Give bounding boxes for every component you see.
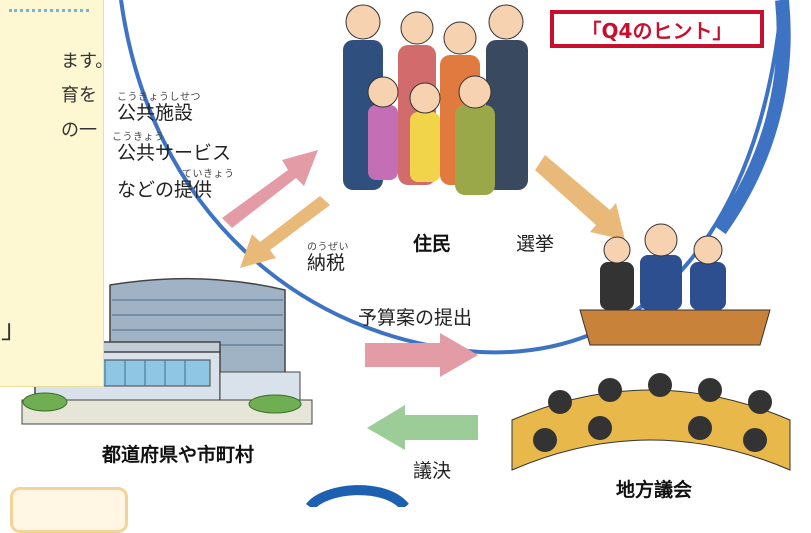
services-line1: 公共施設 (117, 102, 194, 124)
note-box: ます。 育を の一 」 (0, 0, 113, 387)
government-label: 都道府県や市町村 (102, 444, 255, 466)
budget-label: 予算案の提出 (358, 307, 473, 329)
note-line-3: の一 (61, 120, 97, 141)
services-line2: 公共サービス (117, 142, 232, 164)
residents-illustration (343, 4, 528, 195)
tax-label: 納税 (307, 252, 346, 274)
arrow-resolution (367, 405, 478, 450)
note-line-1: ます。 (61, 51, 114, 72)
note-line-2: 育を (61, 85, 97, 106)
arrow-budget (365, 333, 478, 377)
note-line-4: 」 (1, 315, 28, 345)
services-line2-ruby: こうきょう (112, 132, 165, 143)
cycle-circle-arc (119, 0, 784, 355)
bottom-note-box (10, 487, 128, 533)
services-line3-ruby: ていきょう (182, 169, 235, 180)
tax-ruby: のうぜい (307, 242, 349, 253)
services-line3: などの提供 (117, 179, 213, 201)
diagram-canvas (21, 0, 791, 507)
arrow-election (535, 155, 625, 240)
note-dotted-divider (9, 9, 89, 12)
hint-box: 「Q4のヒント」 (550, 10, 764, 48)
council-label: 地方議会 (616, 479, 693, 501)
bottom-circle-arc (306, 485, 409, 507)
cycle-circle-right (714, 0, 791, 235)
hint-label: 「Q4のヒント」 (581, 18, 733, 43)
residents-label: 住民 (413, 233, 452, 255)
services-line1-ruby: こうきょうしせつ (117, 92, 201, 103)
election-label: 選挙 (516, 233, 555, 255)
arrow-tax (240, 196, 330, 268)
council-illustration (511, 223, 791, 471)
resolution-label: 議決 (413, 460, 452, 482)
arrow-services (222, 150, 318, 228)
